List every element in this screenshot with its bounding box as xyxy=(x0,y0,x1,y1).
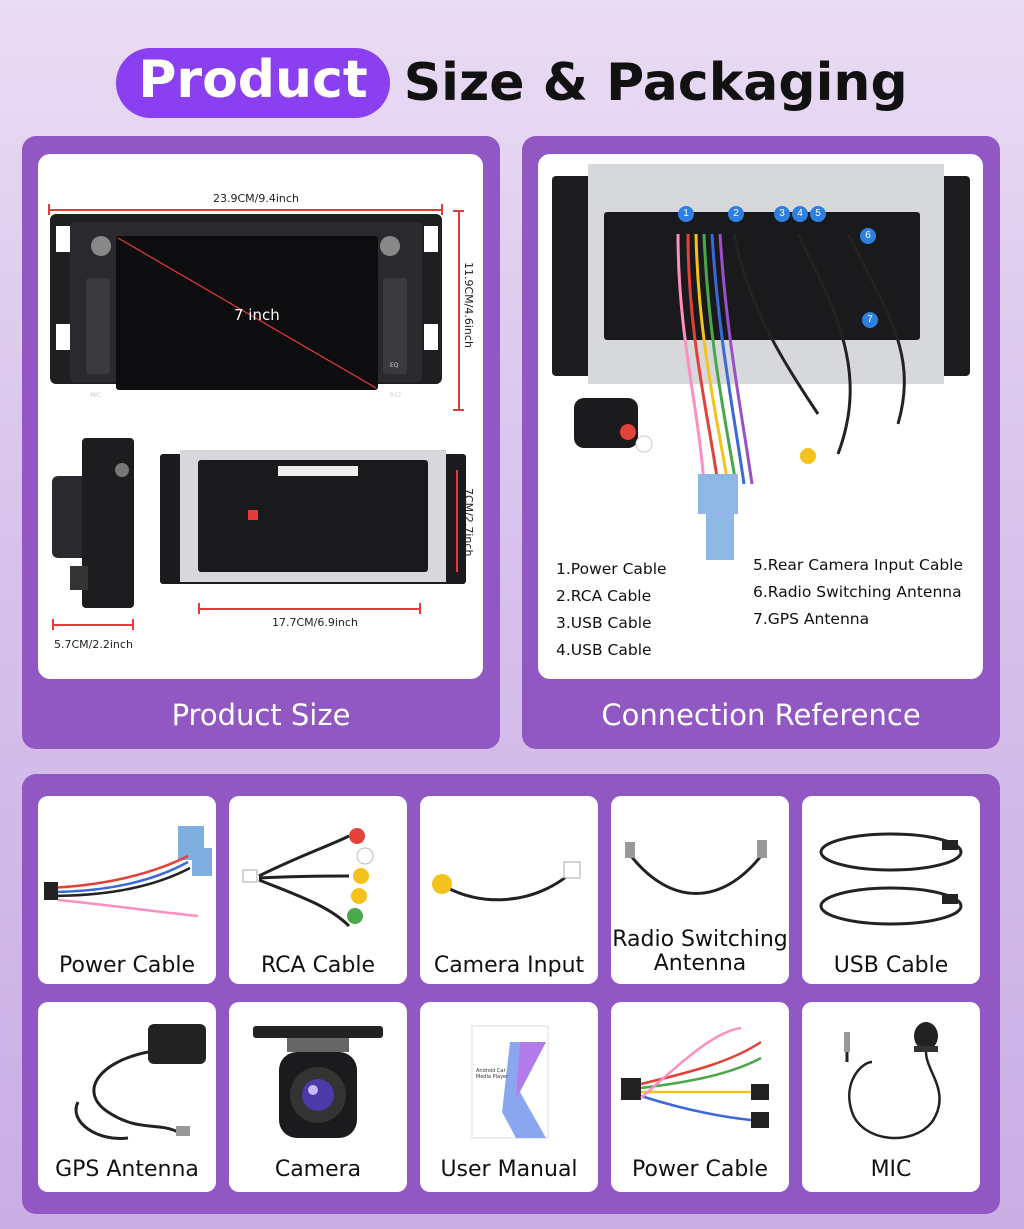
accessory-label: GPS Antenna xyxy=(55,1157,199,1182)
microphone-icon xyxy=(844,1022,941,1140)
accessory-card-user-manual: Android Car Media Player User Manual xyxy=(420,1002,598,1192)
marker-1: 1 xyxy=(678,206,694,222)
accessory-label: RCA Cable xyxy=(260,953,376,978)
screen-size-label: 7 inch xyxy=(234,306,280,324)
mic-label: MIC xyxy=(90,392,102,399)
accessory-label: MIC xyxy=(870,1157,912,1182)
product-size-caption: Product Size xyxy=(171,698,351,732)
accessory-card-camera: Camera xyxy=(229,1002,407,1192)
user-manual-icon xyxy=(471,1025,549,1139)
marker-2: 2 xyxy=(728,206,744,222)
page-title: Product Size & Packaging xyxy=(0,48,1024,118)
accessory-label: Power Cable xyxy=(59,953,195,978)
product-size-panel: 23.9CM/9.4inch 11.9CM/4.6inch 7 inch MIC… xyxy=(22,136,500,749)
legend-right: 5.Rear Camera Input Cable 6.Radio Switch… xyxy=(753,552,963,633)
back-height-dimension-line xyxy=(456,470,458,572)
accessory-card-mic: MIC xyxy=(802,1002,980,1192)
camera-input-cable-icon xyxy=(432,861,581,902)
legend-item: 5.Rear Camera Input Cable xyxy=(753,556,964,574)
legend-left: 1.Power Cable 2.RCA Cable 3.USB Cable 4.… xyxy=(556,556,667,664)
legend-item: 1.Power Cable xyxy=(556,560,667,578)
head-unit-side xyxy=(52,438,466,608)
eq-label: EQ xyxy=(390,362,399,369)
rst-label: RST xyxy=(390,392,402,399)
accessories-panel: Power Cable RCA Cable Camera Input xyxy=(22,774,1000,1214)
accessory-label: Camera Input xyxy=(433,953,585,978)
manual-cover-text: Android Car Media Player xyxy=(476,1068,509,1080)
legend-item: 3.USB Cable xyxy=(556,614,652,632)
marker-4: 4 xyxy=(792,206,808,222)
title-rest: Size & Packaging xyxy=(403,53,908,113)
marker-6: 6 xyxy=(860,228,876,244)
connection-image: 1 2 3 4 5 6 7 1.Power Cable 2.RCA Cable … xyxy=(538,154,983,679)
accessory-label: Camera xyxy=(274,1157,362,1182)
head-unit-rear-wiring xyxy=(552,164,970,560)
accessory-card-radio-antenna: Radio Switching Antenna xyxy=(611,796,789,984)
accessory-card-gps-antenna: GPS Antenna xyxy=(38,1002,216,1192)
title-highlight: Product xyxy=(116,48,390,118)
accessory-label: Radio Switching Antenna xyxy=(612,927,788,976)
back-width-dimension-line xyxy=(198,608,420,610)
accessory-card-power-cable-2: Power Cable xyxy=(611,1002,789,1192)
head-unit-front xyxy=(50,214,442,390)
back-height-dimension-label: 7CM/2.7inch xyxy=(462,488,475,557)
marker-7: 7 xyxy=(862,312,878,328)
product-size-image: 23.9CM/9.4inch 11.9CM/4.6inch 7 inch MIC… xyxy=(38,154,483,679)
legend-item: 4.USB Cable xyxy=(556,641,652,659)
height-dimension-line xyxy=(458,210,460,410)
connection-caption: Connection Reference xyxy=(601,698,921,732)
power-cable-icon xyxy=(621,1026,769,1128)
power-cable-icon xyxy=(44,826,212,918)
back-width-dimension-label: 17.7CM/6.9inch xyxy=(272,616,358,629)
width-dimension-line xyxy=(48,209,442,211)
accessory-card-usb-cable: USB Cable xyxy=(802,796,980,984)
legend-item: 6.Radio Switching Antenna xyxy=(753,583,962,601)
legend-item: 2.RCA Cable xyxy=(556,587,652,605)
rca-cable-icon xyxy=(242,828,374,928)
width-dimension-label: 23.9CM/9.4inch xyxy=(213,192,299,205)
accessory-card-rca-cable: RCA Cable xyxy=(229,796,407,984)
accessory-label: User Manual xyxy=(440,1157,578,1182)
gps-antenna-icon xyxy=(74,1024,206,1141)
connection-panel: 1 2 3 4 5 6 7 1.Power Cable 2.RCA Cable … xyxy=(522,136,1000,749)
marker-5: 5 xyxy=(810,206,826,222)
accessory-card-camera-input: Camera Input xyxy=(420,796,598,984)
usb-cable-icon xyxy=(819,832,963,926)
accessory-card-power-cable: Power Cable xyxy=(38,796,216,984)
marker-3: 3 xyxy=(774,206,790,222)
accessory-label: USB Cable xyxy=(833,953,949,978)
radio-antenna-cable-icon xyxy=(625,840,767,895)
legend-item: 7.GPS Antenna xyxy=(753,610,870,628)
backup-camera-icon xyxy=(253,1026,383,1138)
depth-dimension-line xyxy=(52,624,132,626)
depth-dimension-label: 5.7CM/2.2inch xyxy=(54,638,133,651)
accessory-label: Power Cable xyxy=(632,1157,768,1182)
height-dimension-label: 11.9CM/4.6inch xyxy=(462,262,475,348)
